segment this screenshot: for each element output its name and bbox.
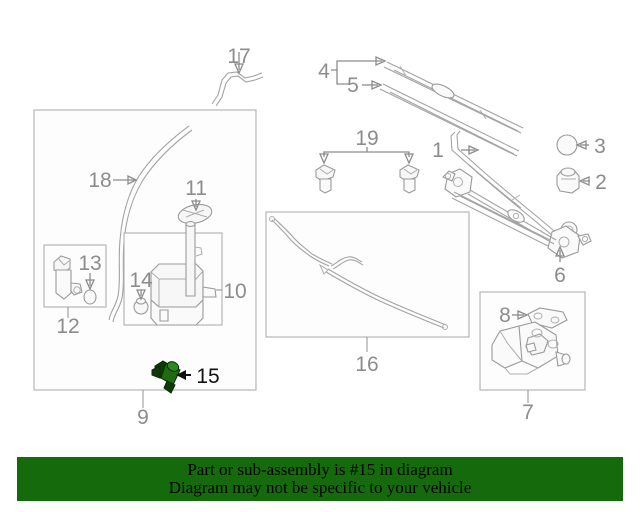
washer-hose-long: [108, 125, 190, 321]
callout-label-6: 6: [554, 264, 566, 287]
pump-grommet: [83, 289, 97, 305]
callout-19-bracket: [323, 151, 410, 157]
callout-label-4: 4: [318, 60, 330, 83]
callout-4-bracket-lower: [336, 70, 349, 85]
wiper-linkage: [442, 168, 592, 259]
callout-label-7: 7: [522, 401, 534, 424]
callout-label-18: 18: [88, 169, 111, 192]
callout-label-11: 11: [185, 177, 207, 200]
callout-label-19: 19: [355, 127, 378, 150]
callout-label-5: 5: [347, 74, 359, 97]
callout-1-arrowhead: [468, 144, 480, 156]
callout-6-arrowhead: [554, 245, 566, 257]
washer-hose-connector: [211, 71, 263, 105]
callout-3-arrowhead: [575, 139, 587, 151]
washer-hoses: [269, 216, 448, 330]
washer-nozzle-left: [315, 164, 336, 194]
callout-label-15: 15: [196, 365, 219, 388]
callout-label-1: 1: [432, 139, 444, 162]
callout-13-arrowhead: [84, 279, 96, 291]
callout-label-3: 3: [594, 135, 606, 158]
info-banner: Part or sub-assembly is #15 in diagram D…: [17, 457, 623, 501]
callout-14-arrowhead: [135, 289, 147, 301]
wiper-blade-lower: [379, 83, 520, 157]
banner-line-1: Part or sub-assembly is #15 in diagram: [187, 459, 453, 479]
callout-5-arrowhead: [371, 79, 383, 91]
callout-label-8: 8: [499, 304, 511, 327]
callout-label-14: 14: [129, 269, 153, 292]
callout-label-16: 16: [355, 353, 378, 376]
callout-19-arrowhead-left: [318, 153, 330, 165]
callout-2-arrowhead: [578, 175, 590, 187]
callout-8-arrowhead: [517, 309, 529, 321]
callout-15-arrowhead: [176, 370, 186, 380]
callout-label-17: 17: [227, 45, 250, 68]
washer-hose-connector-edge: [215, 75, 264, 107]
callout-18-arrowhead: [127, 174, 138, 186]
callout-4-bracket: [331, 60, 382, 71]
filler-cap: [177, 203, 213, 225]
banner-line-2: Diagram may not be specific to your vehi…: [168, 478, 472, 497]
arm-cap-washer: [556, 134, 578, 156]
wiper-blade-upper: [383, 61, 524, 134]
callout-label-9: 9: [137, 406, 149, 429]
wiper-motor-assembly: [491, 321, 571, 375]
callout-label-13: 13: [78, 252, 101, 275]
callout-19-arrowhead-right: [403, 153, 415, 165]
washer-pump-motor: [151, 360, 181, 394]
callout-label-12: 12: [56, 315, 79, 338]
washer-pump-secondary: [53, 255, 83, 300]
callout-label-10: 10: [223, 280, 246, 303]
washer-hose-box: [265, 211, 470, 338]
arm-nut-cap: [556, 167, 580, 194]
callout-11-arrowhead: [190, 200, 202, 212]
callout-17-arrowhead: [233, 63, 245, 75]
callout-4-arrowhead: [375, 55, 387, 67]
washer-nozzle-right: [399, 164, 420, 194]
callout-label-2: 2: [595, 171, 607, 194]
washer-tank: [150, 221, 217, 326]
